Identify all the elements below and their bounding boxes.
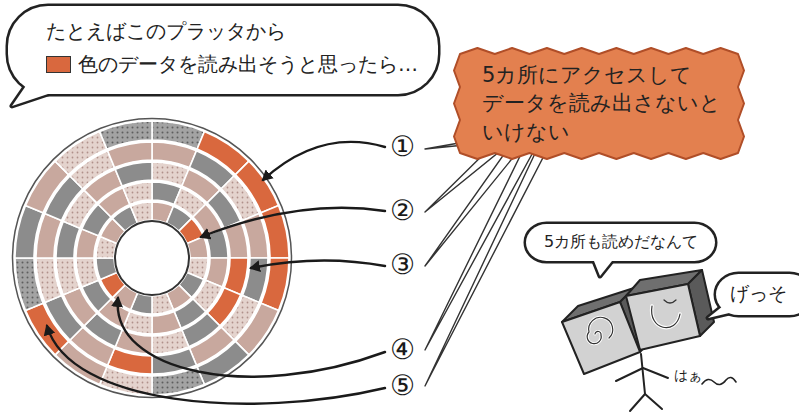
bubble-text: 5カ所も読めだなんて <box>544 231 698 253</box>
callout-number: ⑤ <box>390 372 415 400</box>
callout-text: 5カ所にアクセスして データを読み出さないと いけない <box>482 61 726 146</box>
callout-burst <box>454 48 744 159</box>
leader-line <box>425 144 537 350</box>
bubble-outline <box>716 274 799 315</box>
bubble-outline <box>8 6 438 94</box>
sector <box>187 237 208 258</box>
sigh-text: はぁ <box>674 368 702 382</box>
sector <box>235 161 278 213</box>
sector <box>123 182 152 204</box>
sector <box>76 258 98 287</box>
hdd-head-character <box>562 270 736 411</box>
sector <box>152 121 204 149</box>
bubble-body <box>8 6 438 94</box>
callout-number: ③ <box>390 251 415 279</box>
speech-bubble: たとえばこのプラッタから色のデータを読み出そうと思ったら… <box>6 4 440 96</box>
node-outline <box>6 4 440 96</box>
bubble-body <box>716 274 799 315</box>
leader-line <box>425 145 549 386</box>
pointer-arrow <box>118 298 385 377</box>
callout-leaders <box>425 140 549 386</box>
callout-number: ② <box>390 197 415 225</box>
sector <box>197 341 249 384</box>
callout-number: ④ <box>390 336 415 364</box>
bubble-outline <box>526 224 715 261</box>
node-content: たとえばこのプラッタから色のデータを読み出そうと思ったら… <box>46 18 418 78</box>
sector <box>15 206 43 258</box>
pointer-arrow <box>251 260 385 268</box>
bubble-text: げっそ <box>730 281 787 307</box>
callout-number: ① <box>390 133 415 161</box>
bubble-body <box>526 224 715 261</box>
node-content: 5カ所にアクセスして データを読み出さないと いけない <box>482 61 726 146</box>
sector <box>100 121 152 149</box>
sector <box>15 258 43 310</box>
color-swatch <box>46 56 71 73</box>
speech-bubble: 5カ所も読めだなんて <box>524 222 717 263</box>
speech-bubble: げっそ <box>714 272 799 317</box>
callout-box: 5カ所にアクセスして データを読み出さないと いけない <box>452 46 746 161</box>
bubble-text: たとえばこのプラッタから <box>46 18 418 45</box>
pointer-arrow <box>201 208 385 237</box>
node-content: 5カ所も読めだなんて <box>544 231 698 253</box>
pointer-arrows <box>47 142 385 404</box>
bubble-text: 色のデータを読み出そうと思ったら… <box>78 51 418 78</box>
sector <box>152 293 173 314</box>
sector <box>55 131 107 174</box>
sector <box>152 312 181 334</box>
spindle-hole <box>115 221 189 295</box>
pointer-arrow <box>263 142 385 180</box>
pointer-arrow <box>47 326 385 404</box>
sector <box>131 202 152 223</box>
node-content: げっそ <box>730 281 787 307</box>
sector <box>96 258 117 279</box>
